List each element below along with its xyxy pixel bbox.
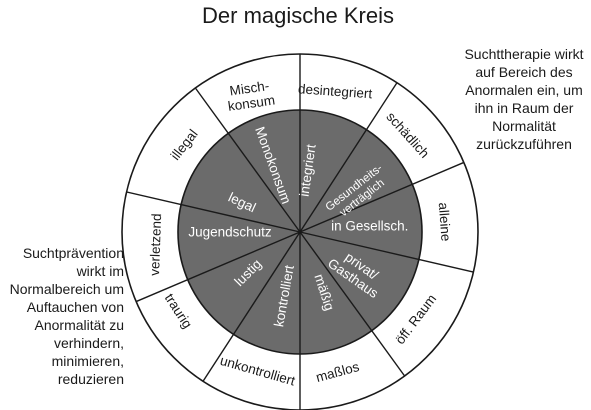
- sector-divider: [299, 231, 474, 273]
- sector-divider: [299, 231, 406, 377]
- prevention-note: Suchtprävention wirkt im Normalbereich u…: [9, 245, 124, 387]
- sector-divider: [126, 191, 301, 233]
- inner-sector-label: integriert: [296, 143, 318, 197]
- outer-sector-label: alleine: [436, 202, 454, 242]
- inner-sector-label: in Gesellsch.: [331, 218, 408, 233]
- sector-divider: [299, 161, 465, 233]
- outer-sector-label: desintegriert: [297, 81, 372, 101]
- outer-sector-label: verletzend: [147, 213, 164, 276]
- sector-divider: [202, 231, 301, 382]
- inner-sector-label: Jugendschutz: [188, 225, 272, 240]
- sector-divider: [135, 231, 301, 303]
- sector-divider: [194, 87, 301, 233]
- therapy-note: Suchttherapie wirkt auf Bereich des Anor…: [464, 46, 584, 152]
- sector-dividers: [126, 54, 474, 410]
- sector-divider: [299, 82, 398, 233]
- diagram-title: Der magische Kreis: [202, 3, 394, 28]
- outer-sector-label: Misch-konsum: [225, 78, 276, 114]
